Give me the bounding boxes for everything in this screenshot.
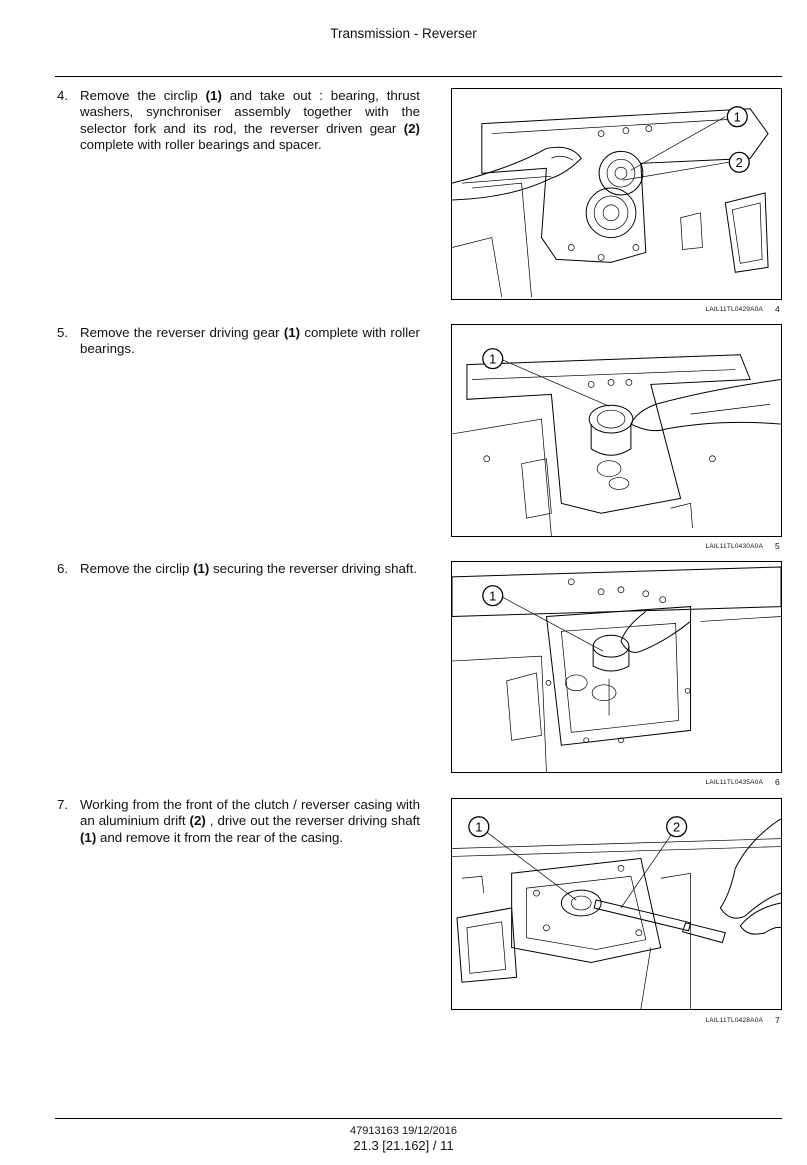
svg-text:1: 1 (734, 110, 741, 125)
step-number: 5. (57, 325, 69, 340)
callout-1: 1 (468, 816, 490, 838)
step-7: 7. Working from the front of the clutch … (57, 797, 420, 846)
step-number: 4. (57, 88, 69, 103)
figure-code: LAIL11TL0430A0A (705, 543, 763, 550)
figure-7-illustration: 1 2 (451, 798, 782, 1010)
callout-ref: (1) (193, 561, 210, 576)
step-5: 5. Remove the reverser driving gear (1) … (57, 325, 420, 358)
step-number: 7. (57, 797, 69, 812)
callout-ref: (2) (189, 813, 206, 829)
svg-text:1: 1 (475, 820, 482, 835)
callout-ref: (1) (205, 88, 222, 103)
svg-text:1: 1 (489, 352, 496, 367)
step-4: 4. Remove the circlip (1) and take out :… (57, 88, 420, 153)
figure-code: LAIL11TL0435A0A (705, 779, 763, 786)
step-6: 6. Remove the circlip (1) securing the r… (57, 561, 420, 577)
callout-2: 2 (728, 151, 750, 173)
header-rule (55, 76, 782, 77)
step-text: Remove the circlip (1) securing the reve… (80, 561, 418, 576)
footer-doc-ref: 47913163 19/12/2016 (349, 1125, 458, 1137)
callout-2: 2 (666, 816, 688, 838)
figure-number: 6 (775, 777, 780, 787)
figure-number: 5 (775, 541, 780, 551)
callout-ref: (2) (403, 120, 420, 136)
step-text: Remove the circlip (1) and take out : be… (80, 88, 420, 152)
footer-page-number: 21.3 [21.162] / 11 (353, 1138, 454, 1153)
figure-number: 7 (775, 1015, 780, 1025)
footer-rule (55, 1118, 782, 1119)
svg-text:2: 2 (673, 820, 680, 835)
figure-code: LAIL11TL0428A0A (705, 1017, 763, 1024)
step-text: Working from the front of the clutch / r… (80, 797, 420, 845)
callout-1: 1 (482, 348, 504, 370)
callout-ref: (1) (80, 829, 97, 845)
figure-4-illustration: 1 2 (451, 88, 782, 300)
svg-text:1: 1 (489, 589, 496, 604)
callout-1: 1 (482, 585, 504, 607)
figure-code: LAIL11TL0429A0A (705, 306, 763, 313)
step-number: 6. (57, 561, 69, 576)
callout-ref: (1) (283, 325, 301, 340)
figure-6-illustration: 1 (451, 561, 782, 773)
step-text: Remove the reverser driving gear (1) com… (80, 325, 420, 357)
page-header: Transmission - Reverser (330, 26, 477, 41)
svg-text:2: 2 (736, 155, 743, 170)
callout-1: 1 (726, 106, 748, 128)
figure-number: 4 (775, 304, 780, 314)
figure-5-illustration: 1 (451, 324, 782, 537)
